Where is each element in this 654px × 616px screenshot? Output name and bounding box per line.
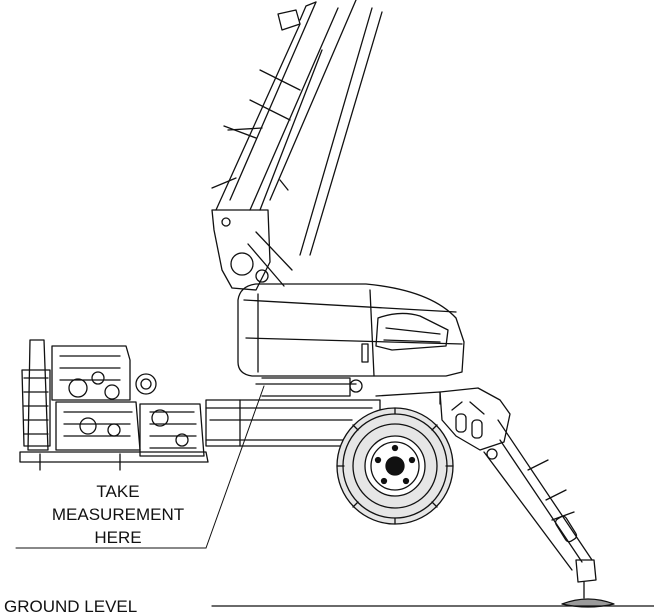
measurement-label-line2: MEASUREMENT [52, 505, 184, 524]
boom-arm [211, 0, 383, 256]
ground-level-label: GROUND LEVEL [4, 597, 137, 616]
turntable-housing [237, 283, 465, 397]
engine-unit [19, 339, 209, 471]
pivot-bracket [211, 209, 293, 291]
measurement-label-line1: TAKE [96, 482, 139, 501]
wheel [336, 407, 454, 525]
measurement-label-line3: HERE [94, 528, 141, 547]
measurement-leader-line [205, 385, 265, 549]
outrigger-leg [439, 387, 615, 608]
